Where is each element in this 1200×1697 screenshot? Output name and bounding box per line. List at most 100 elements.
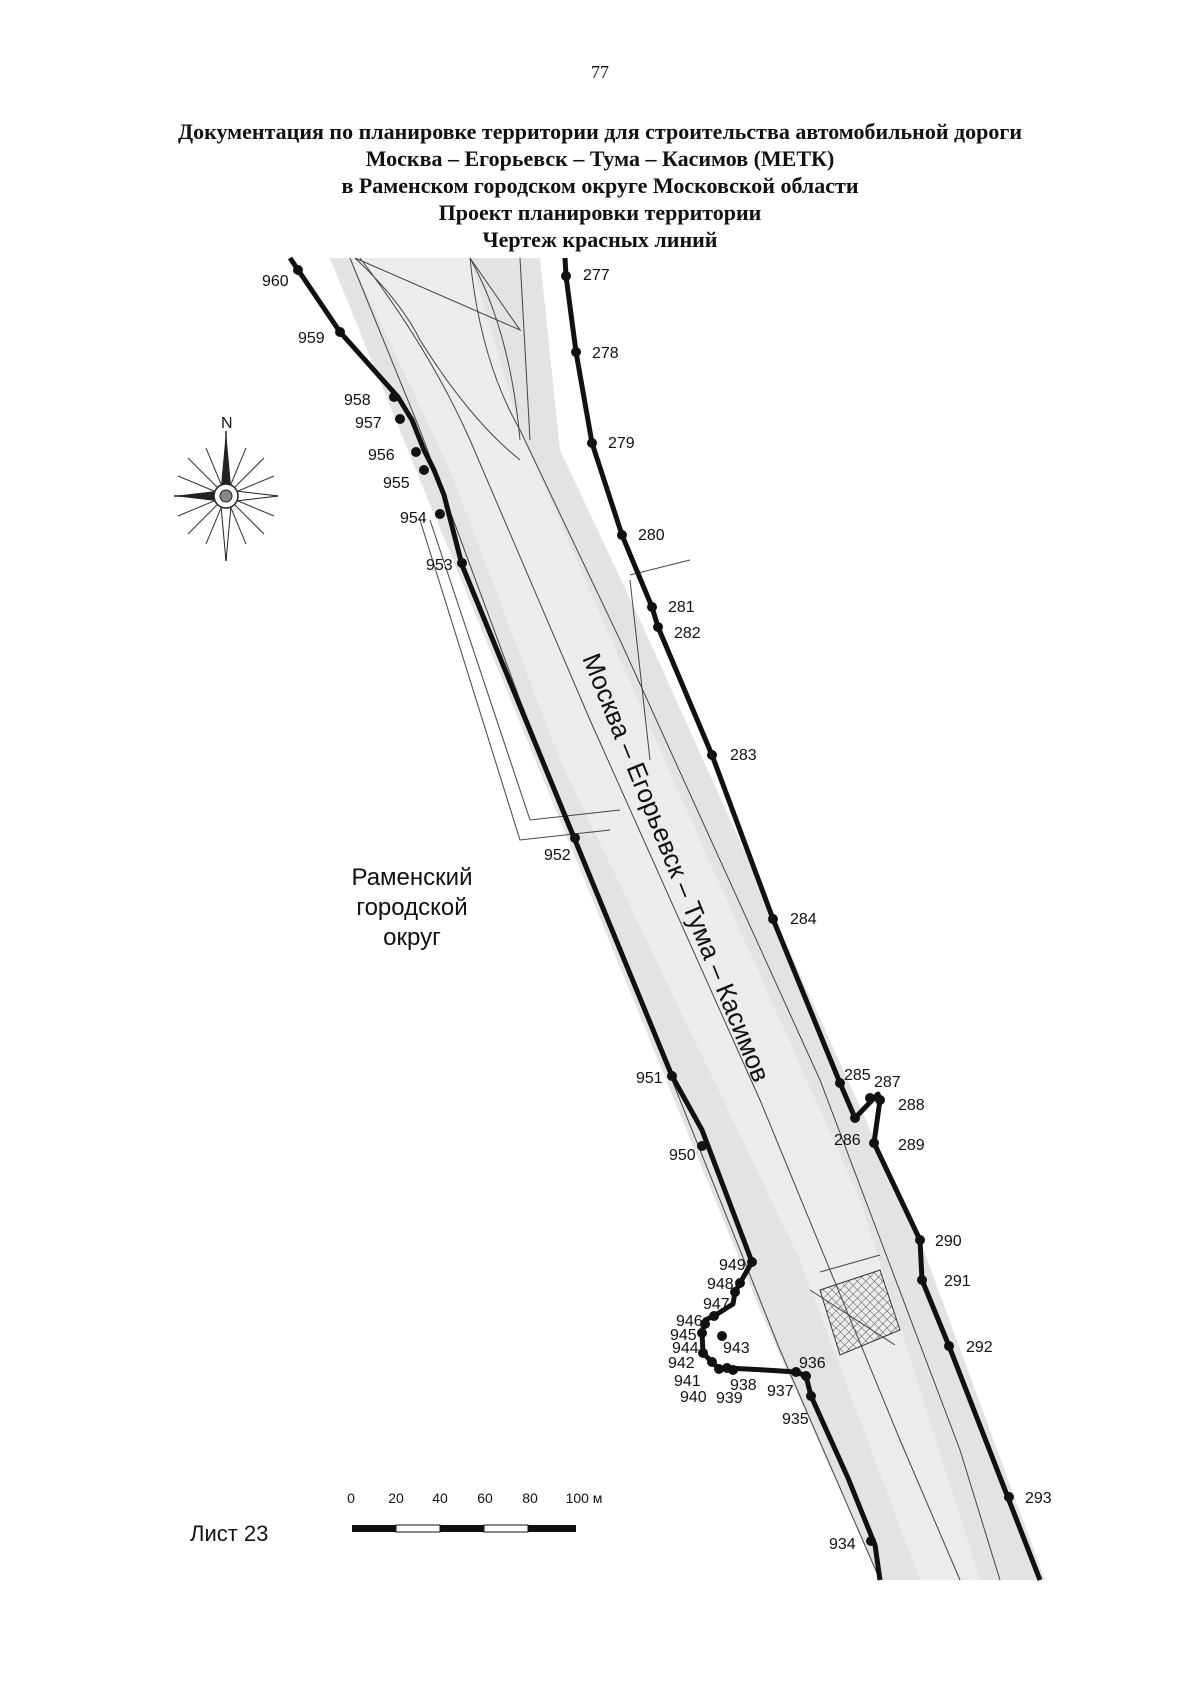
scale-tick: 60 (477, 1490, 493, 1506)
red-line-point (395, 414, 405, 424)
red-line-right (562, 257, 1043, 1581)
scale-tick: 20 (388, 1490, 404, 1506)
point-label: 939 (716, 1390, 743, 1407)
red-line-point (791, 1367, 801, 1377)
red-line-point (717, 1331, 727, 1341)
point-label: 953 (426, 557, 453, 574)
point-label: 278 (592, 345, 619, 362)
red-line-point (707, 1357, 717, 1367)
point-label: 942 (668, 1355, 695, 1372)
red-line-point (617, 530, 627, 540)
district-label: Раменский (352, 864, 473, 891)
sheet-label: Лист 23 (190, 1521, 268, 1546)
point-label: 941 (674, 1373, 701, 1390)
point-label: 279 (608, 435, 635, 452)
scale-tick: 100 м (566, 1490, 603, 1506)
red-line-point (1004, 1492, 1014, 1502)
red-line-point (570, 833, 580, 843)
red-line-point (835, 1078, 845, 1088)
red-line-left-main (287, 256, 755, 1263)
red-line-point (697, 1328, 707, 1338)
point-label: 957 (355, 415, 382, 432)
point-label: 288 (898, 1097, 925, 1114)
red-line-point (866, 1536, 876, 1546)
red-line-point (806, 1391, 816, 1401)
point-label: 277 (583, 267, 610, 284)
point-label: 937 (767, 1383, 794, 1400)
point-label: 287 (874, 1074, 901, 1091)
scale-tick: 80 (522, 1490, 538, 1506)
point-label: 958 (344, 392, 371, 409)
red-line-point (714, 1364, 724, 1374)
red-line-point (653, 622, 663, 632)
point-label: 292 (966, 1339, 993, 1356)
point-label: 934 (829, 1536, 856, 1553)
point-label: 956 (368, 447, 395, 464)
point-label: 955 (383, 475, 410, 492)
district-label: городской (356, 894, 467, 921)
point-label: 952 (544, 847, 571, 864)
title-line: Чертеж красных линий (482, 227, 718, 252)
title-line: Москва – Егорьевск – Тума – Касимов (МЕТ… (365, 146, 835, 171)
point-label: 947 (703, 1296, 730, 1313)
point-label: 280 (638, 527, 665, 544)
point-label: 281 (668, 599, 695, 616)
red-line-point (728, 1365, 738, 1375)
compass-north-label: N (221, 415, 233, 432)
red-line-point (709, 1311, 719, 1321)
red-line-point (917, 1275, 927, 1285)
scale-tick: 0 (347, 1490, 355, 1506)
red-line-point (730, 1287, 740, 1297)
red-line-point (667, 1071, 677, 1081)
red-line-point (587, 438, 597, 448)
scale-tick: 40 (432, 1490, 448, 1506)
point-label: 940 (680, 1389, 707, 1406)
red-line-point (419, 465, 429, 475)
point-label: 282 (674, 625, 701, 642)
red-line-point (293, 265, 303, 275)
red-line-point (697, 1141, 707, 1151)
road-edges (349, 257, 1001, 1581)
red-line-point (571, 347, 581, 357)
red-line-point (944, 1341, 954, 1351)
red-line-point (747, 1257, 757, 1267)
road-carriageway (350, 258, 980, 1580)
point-label: 944 (672, 1340, 699, 1357)
point-label: 290 (935, 1233, 962, 1250)
point-label: 949 (719, 1257, 746, 1274)
document-title: Документация по планировке территории дл… (0, 118, 1200, 253)
point-label: 951 (636, 1070, 663, 1087)
point-label: 285 (844, 1067, 871, 1084)
red-line-point (869, 1138, 879, 1148)
compass-rose-icon: N (174, 415, 279, 562)
scale-bar: 0 20 40 60 80 100 м (347, 1490, 603, 1533)
point-label: 284 (790, 911, 817, 928)
point-label: 289 (898, 1137, 925, 1154)
point-label: 948 (707, 1276, 734, 1293)
point-label: 945 (670, 1327, 697, 1344)
red-line-point (707, 750, 717, 760)
point-label: 936 (799, 1355, 826, 1372)
point-label: 293 (1025, 1490, 1052, 1507)
point-label: 938 (730, 1377, 757, 1394)
page-number: 77 (591, 62, 609, 82)
red-line-point (768, 914, 778, 924)
title-line: Документация по планировке территории дл… (177, 119, 1023, 144)
point-label: 291 (944, 1273, 971, 1290)
point-label: 954 (400, 510, 427, 527)
point-label: 286 (834, 1132, 861, 1149)
point-label: 946 (676, 1313, 703, 1330)
red-line-point (915, 1235, 925, 1245)
red-line-right-points (561, 271, 1014, 1502)
red-line-point (411, 447, 421, 457)
red-line-left-points (293, 265, 876, 1546)
point-label: 283 (730, 747, 757, 764)
point-label: 943 (723, 1340, 750, 1357)
red-line-point (698, 1348, 708, 1358)
point-label: 960 (262, 273, 289, 290)
red-line-point (875, 1095, 885, 1105)
district-label: округ (383, 924, 441, 951)
title-line: в Раменском городском округе Московской … (341, 173, 859, 198)
red-line-point (801, 1371, 811, 1381)
